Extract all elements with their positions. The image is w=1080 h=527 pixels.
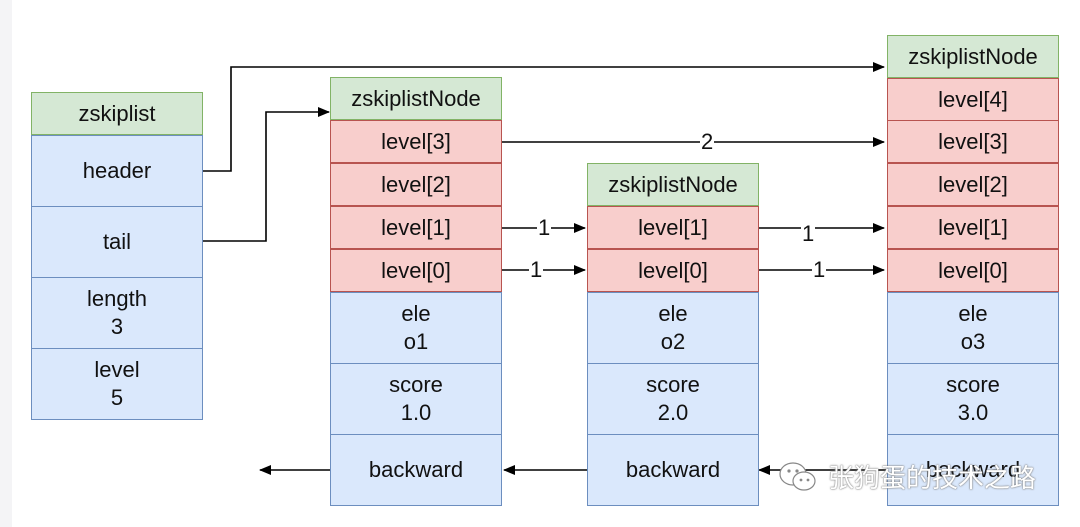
wechat-icon xyxy=(779,461,816,491)
watermark: 张狗蛋的技术之路 xyxy=(778,458,1036,495)
tail-pointer-arrow xyxy=(203,107,330,242)
node3-title: zskiplistNode xyxy=(887,35,1059,78)
node1-level0: level[0] xyxy=(330,249,502,292)
node2-level1: level[1] xyxy=(587,206,759,249)
node3-level1: level[1] xyxy=(887,206,1059,249)
span-label-n1-level1: 1 xyxy=(537,215,552,240)
node2-title: zskiplistNode xyxy=(587,163,759,206)
watermark-text: 张狗蛋的技术之路 xyxy=(828,463,1037,493)
span-label-n1-level0: 1 xyxy=(529,257,544,282)
node3-backward: backward xyxy=(887,434,1059,506)
left-edge-strip xyxy=(0,0,12,527)
node3-level3: level[3] xyxy=(887,120,1059,163)
node3-level0: level[0] xyxy=(887,249,1059,292)
node1-level3: level[3] xyxy=(330,120,502,163)
node2-backward: backward xyxy=(587,434,759,506)
span-label-n2-level1: 1 xyxy=(801,221,816,246)
span-label-n1-level3: 2 xyxy=(700,129,715,154)
node1-title: zskiplistNode xyxy=(330,77,502,120)
node3-level4: level[4] xyxy=(887,78,1059,121)
node2-level0: level[0] xyxy=(587,249,759,292)
header-pointer-arrow xyxy=(203,62,885,172)
node3-level2: level[2] xyxy=(887,163,1059,206)
node1-level1: level[1] xyxy=(330,206,502,249)
zskiplist-title: zskiplist xyxy=(31,92,203,135)
node1-level2: level[2] xyxy=(330,163,502,206)
zskiplist-tail-field: tail xyxy=(31,206,203,278)
zskiplist-header-field: header xyxy=(31,135,203,207)
span-label-n2-level0: 1 xyxy=(812,257,827,282)
node1-backward: backward xyxy=(330,434,502,506)
